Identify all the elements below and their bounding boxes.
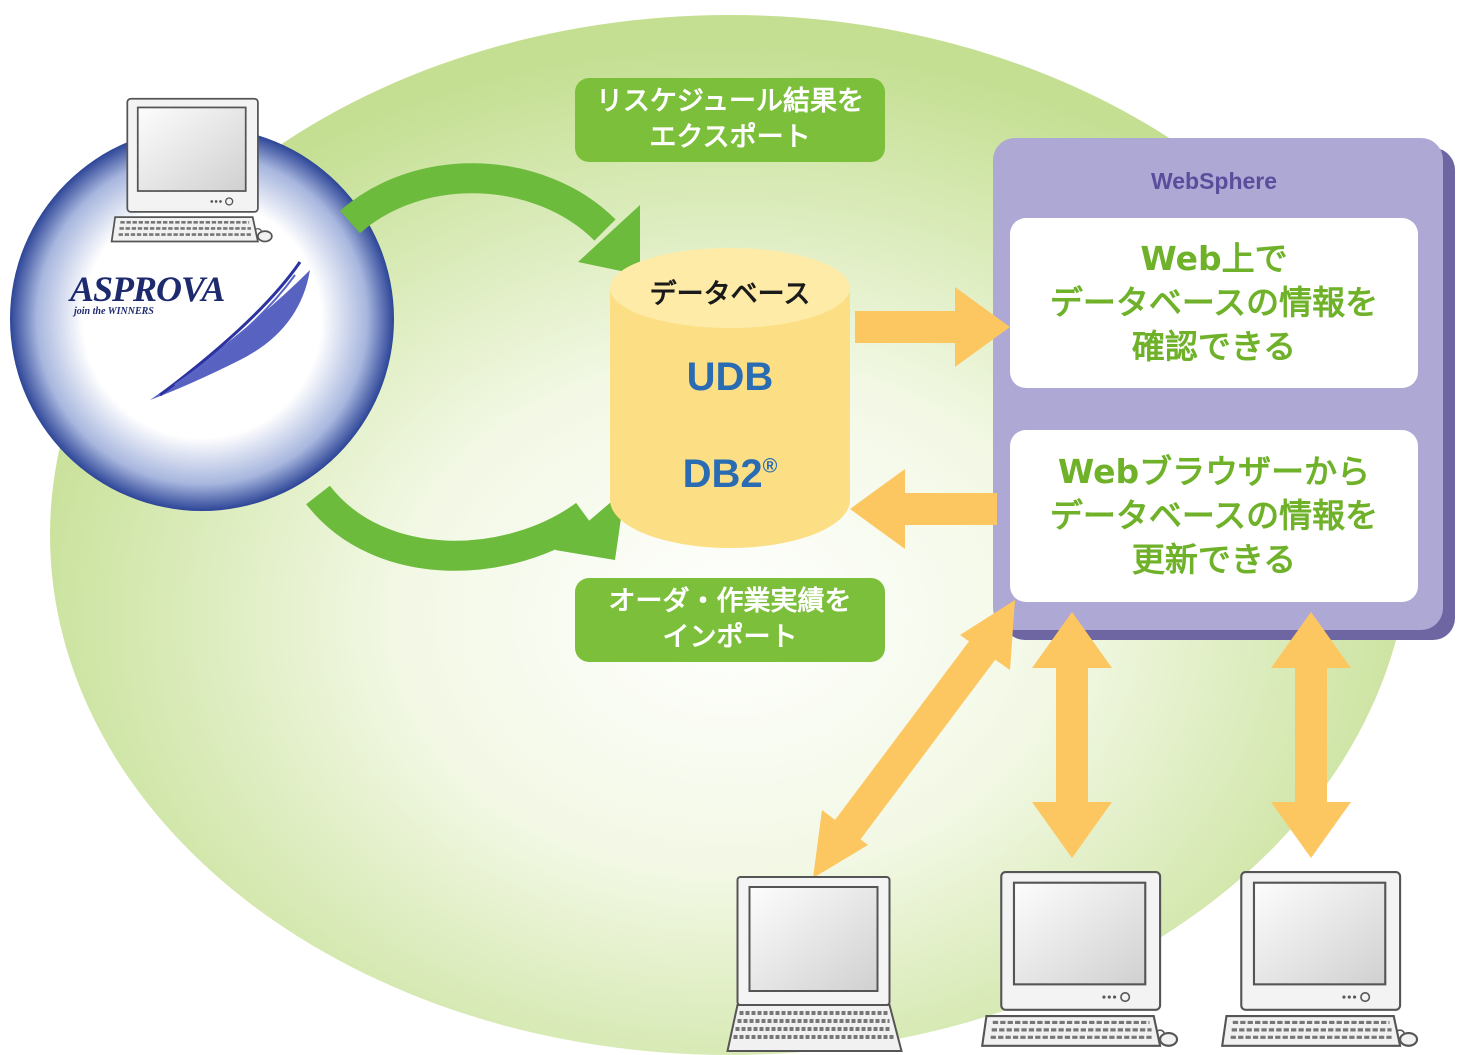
client-arrow-middle: [1032, 612, 1112, 858]
import-arrow: [306, 485, 594, 571]
card-view-line-1: Web上で: [1140, 239, 1288, 278]
export-label: リスケジュール結果を エクスポート: [575, 78, 885, 162]
card-update-line-3: 更新できる: [1131, 540, 1297, 579]
client-pc-icon-1: [980, 870, 1179, 1048]
client-pc-icon-2: [1220, 870, 1419, 1048]
db-to-web-arrow: [855, 287, 1010, 367]
websphere-card-view: Web上で データベースの情報を 確認できる: [1010, 218, 1418, 388]
registered-mark: ®: [762, 455, 778, 478]
websphere-card-update: Webブラウザーから データベースの情報を 更新できる: [1010, 430, 1418, 602]
export-arrow: [340, 163, 616, 241]
web-to-db-arrow: [850, 469, 997, 549]
websphere-title: WebSphere: [1150, 168, 1278, 194]
asprova-tagline: join the WINNERS: [74, 306, 154, 317]
export-label-line-1: リスケジュール結果を: [595, 86, 865, 117]
db2-name: DB2: [682, 452, 763, 496]
database-cylinder: [610, 248, 850, 548]
import-label-line-2: インポート: [662, 622, 798, 653]
client-laptop-icon: [728, 877, 902, 1051]
export-label-line-2: エクスポート: [649, 122, 811, 153]
asprova-logo: ASPROVA: [70, 269, 225, 309]
card-view-line-3: 確認できる: [1131, 327, 1297, 366]
import-label: オーダ・作業実績を インポート: [575, 578, 885, 662]
import-label-line-1: オーダ・作業実績を: [608, 586, 852, 617]
client-arrow-right: [1271, 612, 1351, 858]
card-update-line-1: Webブラウザーから: [1057, 452, 1371, 491]
card-update-line-2: データベースの情報を: [1049, 496, 1379, 535]
server-pc-icon: [110, 97, 274, 244]
db2-label: DB2®: [620, 452, 840, 497]
database-header: データベース: [649, 279, 811, 310]
client-arrow-left: [813, 600, 1015, 878]
card-view-line-2: データベースの情報を: [1049, 283, 1379, 322]
asprova-circle: [10, 127, 394, 511]
udb-label: UDB: [686, 355, 774, 399]
